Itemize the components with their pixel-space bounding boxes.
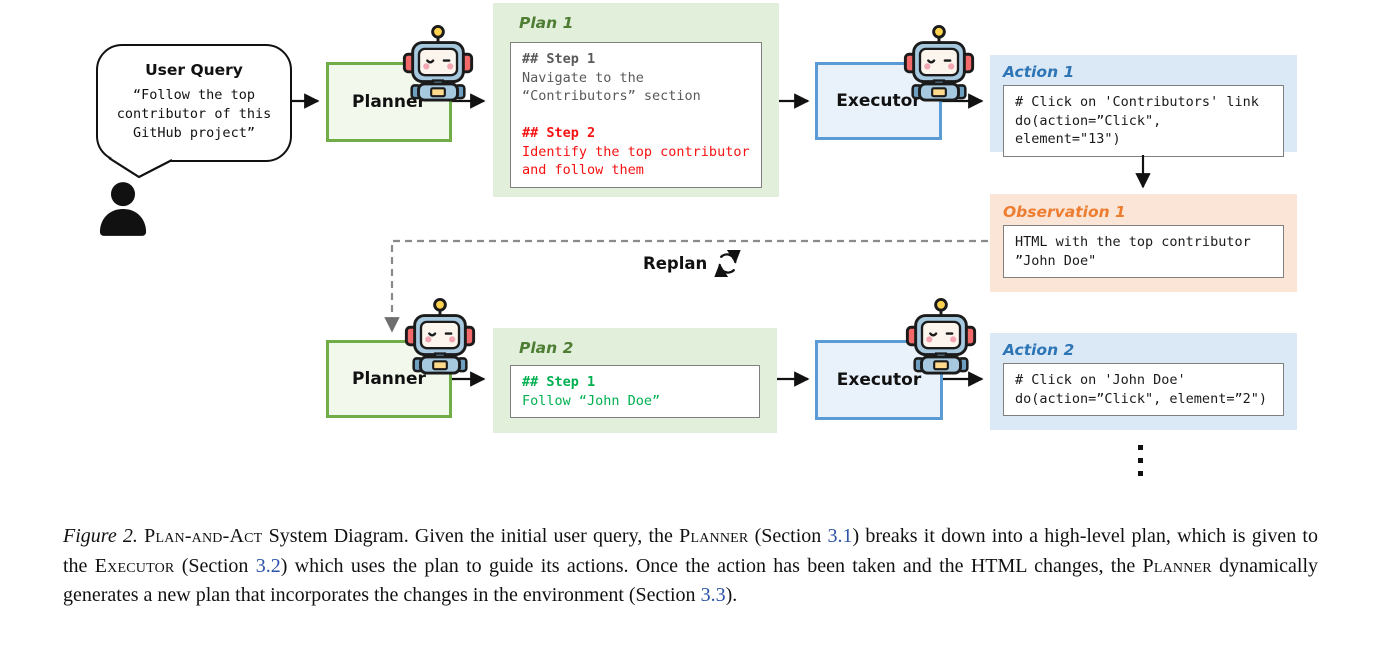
plan-step-line: and follow them: [522, 162, 644, 178]
observation-line: HTML with the top contributor: [1015, 234, 1251, 250]
caption-text: ) which uses the plan to guide its actio…: [280, 554, 1143, 577]
caption-text: ) breaks it down into a high-level plan,…: [63, 525, 1318, 577]
plan2-code-box: ## Step 1 Follow “John Doe”: [510, 365, 760, 418]
robot-icon-executor1: [903, 24, 975, 102]
planner1-box: Planner: [326, 62, 452, 142]
plan1-title: Plan 1: [519, 14, 574, 32]
robot-icon-executor2: [905, 297, 977, 375]
speech-bubble-tail: [108, 157, 173, 179]
user-icon: [99, 182, 147, 236]
blank-line: [522, 106, 750, 125]
plan-step-line: Follow “John Doe”: [522, 392, 661, 409]
user-query-text: “Follow the top contributor of this GitH…: [98, 86, 290, 143]
user-query-bubble: User Query “Follow the top contributor o…: [96, 44, 292, 162]
action-code-line: # Click on 'Contributors' link: [1015, 94, 1259, 110]
robot-icon-planner2: [404, 297, 476, 375]
section-link-3-3[interactable]: 3.3: [700, 584, 726, 606]
plan-step-line: Identify the top contributor: [522, 143, 750, 160]
figure-label: Figure 2.: [63, 525, 145, 547]
action1-title: Action 1: [1003, 63, 1075, 81]
planner1-label: Planner: [352, 92, 426, 112]
user-query-title: User Query: [145, 61, 243, 79]
executor2-box: Executor: [815, 340, 943, 420]
action-code-line: do(action=”Click", element="13"): [1015, 112, 1162, 148]
section-link-3-1[interactable]: 3.1: [827, 525, 853, 547]
plan-step-line: Navigate to the: [522, 69, 644, 86]
caption-text: dynamically generates a new plan that in…: [63, 554, 1319, 607]
plan-step-line: “Contributors” section: [522, 88, 701, 104]
caption-text: ).: [725, 584, 738, 606]
observation-line: ”John Doe": [1015, 252, 1097, 269]
refresh-cycle-icon: [714, 250, 742, 277]
observation1-title: Observation 1: [1003, 203, 1126, 221]
plan2-title: Plan 2: [519, 339, 574, 357]
caption-text: System Diagram. Given the initial user q…: [262, 525, 680, 547]
action2-title: Action 2: [1003, 341, 1075, 359]
action-code-line: # Click on 'John Doe': [1015, 372, 1186, 388]
vertical-ellipsis: [1138, 441, 1143, 480]
caption-smallcaps: Plan-and-Act: [144, 525, 263, 547]
caption-text: (Section: [748, 525, 828, 547]
planner2-label: Planner: [352, 369, 426, 389]
caption-smallcaps: Executor: [94, 554, 175, 577]
action1-code-box: # Click on 'Contributors' link do(action…: [1003, 85, 1284, 157]
executor1-label: Executor: [836, 91, 921, 111]
plan-step-header: ## Step 1: [522, 374, 596, 390]
plan1-code-box: ## Step 1 Navigate to the “Contributors”…: [510, 42, 762, 188]
ellipsis-dot: [1138, 458, 1143, 463]
ellipsis-dot: [1138, 471, 1143, 476]
robot-icon-planner1: [402, 24, 474, 102]
caption-smallcaps: Planner: [1142, 554, 1212, 577]
action-code-line: do(action=”Click", element=”2"): [1015, 390, 1267, 407]
caption-smallcaps: Planner: [679, 525, 749, 547]
action2-code-box: # Click on 'John Doe' do(action=”Click",…: [1003, 363, 1284, 416]
replan-group: Replan: [643, 250, 742, 277]
caption-text: (Section: [174, 554, 256, 577]
user-query-line: “Follow the top: [133, 87, 255, 103]
replan-label: Replan: [643, 254, 708, 273]
executor2-label: Executor: [836, 370, 922, 390]
figure-caption: Figure 2. Plan-and-Act System Diagram. G…: [63, 522, 1318, 611]
user-query-line: GitHub project”: [133, 125, 255, 141]
user-query-line: contributor of this: [116, 106, 272, 122]
section-link-3-2[interactable]: 3.2: [255, 554, 281, 577]
ellipsis-dot: [1138, 445, 1143, 450]
plan-step-header: ## Step 1: [522, 51, 596, 67]
plan-step-header: ## Step 2: [522, 125, 596, 141]
observation1-code-box: HTML with the top contributor ”John Doe": [1003, 225, 1284, 278]
